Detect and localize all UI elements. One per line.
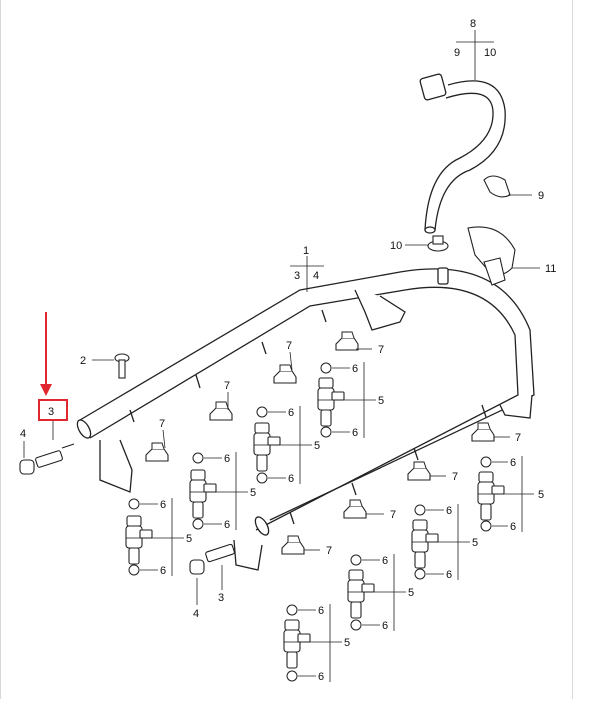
left-frame-border bbox=[0, 0, 1, 699]
callout-5-a: 5 bbox=[378, 395, 384, 407]
callout-3-bottom: 3 bbox=[218, 592, 224, 604]
callout-5-h: 5 bbox=[344, 637, 350, 649]
fuel-hose bbox=[419, 73, 506, 234]
fuel-rail bbox=[76, 267, 535, 571]
callout-5-f: 5 bbox=[472, 537, 478, 549]
injector-stack-e bbox=[477, 456, 505, 532]
clip-b bbox=[273, 364, 297, 384]
callout-6-b1: 6 bbox=[288, 407, 294, 419]
injector-stack-c bbox=[189, 452, 217, 530]
callout-6-c2: 6 bbox=[224, 519, 230, 531]
callout-6-d1: 6 bbox=[160, 499, 166, 511]
callout-6-f1: 6 bbox=[446, 505, 452, 517]
injector-stack-h bbox=[283, 604, 311, 682]
injector-stack-a bbox=[317, 362, 345, 438]
callout-6-g1: 6 bbox=[382, 555, 388, 567]
callout-5-g: 5 bbox=[408, 587, 414, 599]
injector-stack-f bbox=[411, 504, 439, 580]
callout-7-d: 7 bbox=[159, 418, 165, 430]
callout-7-h: 7 bbox=[326, 545, 332, 557]
callout-8-sub-10: 10 bbox=[484, 47, 496, 59]
clip-e bbox=[471, 422, 495, 442]
callout-7-b: 7 bbox=[286, 340, 292, 352]
callout-6-e2: 6 bbox=[510, 521, 516, 533]
valve-bottom bbox=[189, 543, 235, 575]
callout-6-h1: 6 bbox=[318, 605, 324, 617]
callout-10: 10 bbox=[390, 240, 402, 252]
callout-6-a1: 6 bbox=[352, 363, 358, 375]
injector-stack-b bbox=[253, 406, 281, 484]
callout-7-e: 7 bbox=[515, 432, 521, 444]
callout-6-b2: 6 bbox=[288, 473, 294, 485]
callout-5-c: 5 bbox=[250, 487, 256, 499]
clip-a bbox=[335, 331, 359, 351]
callout-6-d2: 6 bbox=[160, 565, 166, 577]
callout-1: 1 bbox=[303, 245, 309, 257]
callout-1-sub-3: 3 bbox=[294, 270, 300, 282]
screw-2 bbox=[114, 353, 130, 379]
hose-clamp-10 bbox=[427, 235, 449, 252]
callout-6-c1: 6 bbox=[224, 453, 230, 465]
clip-f bbox=[407, 461, 431, 481]
callout-7-g: 7 bbox=[390, 509, 396, 521]
callout-6-h2: 6 bbox=[318, 671, 324, 683]
injector-stack-g bbox=[347, 554, 375, 631]
callout-7-c: 7 bbox=[224, 380, 230, 392]
callout-labels: 8 9 10 1 3 4 9 10 11 2 3 4 3 4 7 7 7 7 7… bbox=[20, 18, 556, 683]
clip-c bbox=[209, 401, 233, 421]
clip-h bbox=[281, 535, 305, 555]
callout-6-e1: 6 bbox=[510, 457, 516, 469]
callout-3-highlighted: 3 bbox=[48, 406, 54, 418]
callout-4-left: 4 bbox=[20, 428, 26, 440]
callout-2: 2 bbox=[80, 355, 86, 367]
callout-6-f2: 6 bbox=[446, 569, 452, 581]
right-frame-border bbox=[572, 0, 573, 699]
callout-7-f: 7 bbox=[452, 471, 458, 483]
hose-clamp-9 bbox=[483, 175, 511, 198]
callout-8: 8 bbox=[470, 18, 476, 30]
callout-5-e: 5 bbox=[538, 489, 544, 501]
callout-5-d: 5 bbox=[186, 533, 192, 545]
cap-left bbox=[19, 443, 75, 475]
callout-5-b: 5 bbox=[314, 440, 320, 452]
callout-6-a2: 6 bbox=[352, 427, 358, 439]
callout-4-bottom: 4 bbox=[193, 608, 199, 620]
callout-11: 11 bbox=[545, 263, 556, 275]
callout-1-sub-4: 4 bbox=[313, 270, 319, 282]
leader-lines bbox=[23, 30, 540, 682]
callout-6-g2: 6 bbox=[382, 620, 388, 632]
heat-shield-11 bbox=[467, 226, 516, 286]
callout-7-a: 7 bbox=[378, 344, 384, 356]
highlight-indicator bbox=[38, 312, 68, 421]
callout-9: 9 bbox=[538, 190, 544, 202]
injector-stack-d bbox=[125, 498, 153, 576]
callout-8-sub-9: 9 bbox=[454, 47, 460, 59]
clip-g bbox=[343, 499, 367, 519]
